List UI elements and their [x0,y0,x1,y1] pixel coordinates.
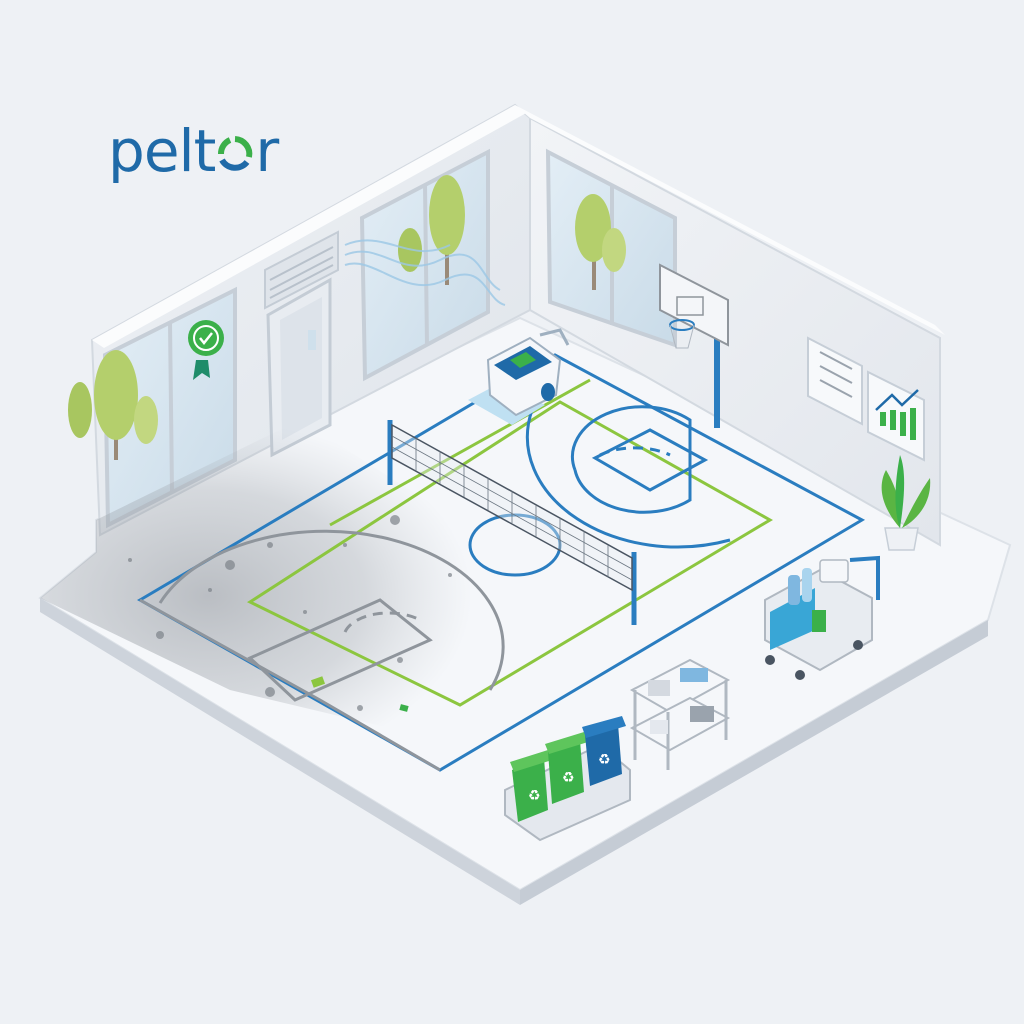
recycle-icon: ♻ [562,770,575,786]
recycling-bins: ♻ ♻ ♻ [504,716,631,842]
floor-scrubber-robot [468,328,570,425]
checklist-icon [819,351,853,398]
tree-window-3 [575,194,626,290]
dirty-floor-area [40,420,520,740]
logo-o-ring-icon [216,124,254,171]
air-vent [264,230,339,310]
leaf-icon [881,455,931,528]
door [266,277,332,458]
logo-text-start: pelt [108,117,216,185]
basketball-court-lines [137,353,866,772]
potted-plant [881,455,931,551]
logo-text-end: r [255,117,279,185]
bar-chart-icon [875,389,919,440]
cleaning-cart [764,555,880,680]
airflow-waves [344,239,506,306]
tree-window-1 [68,350,158,460]
recycling-bin-green-1: ♻ [510,750,552,822]
recycling-bin-blue: ♻ [582,716,626,786]
basketball-hoop [659,263,729,428]
wall-growth-chart [867,370,925,462]
recycle-icon: ♻ [598,752,611,768]
tree-window-2 [398,175,465,285]
wall-checklist-board [807,336,863,426]
recycling-bin-green-2: ♻ [545,732,588,804]
certificate-badge-icon [188,320,224,380]
recycle-icon: ♻ [528,788,541,804]
storage-shelf [629,658,731,770]
volleyball-net [387,420,637,625]
